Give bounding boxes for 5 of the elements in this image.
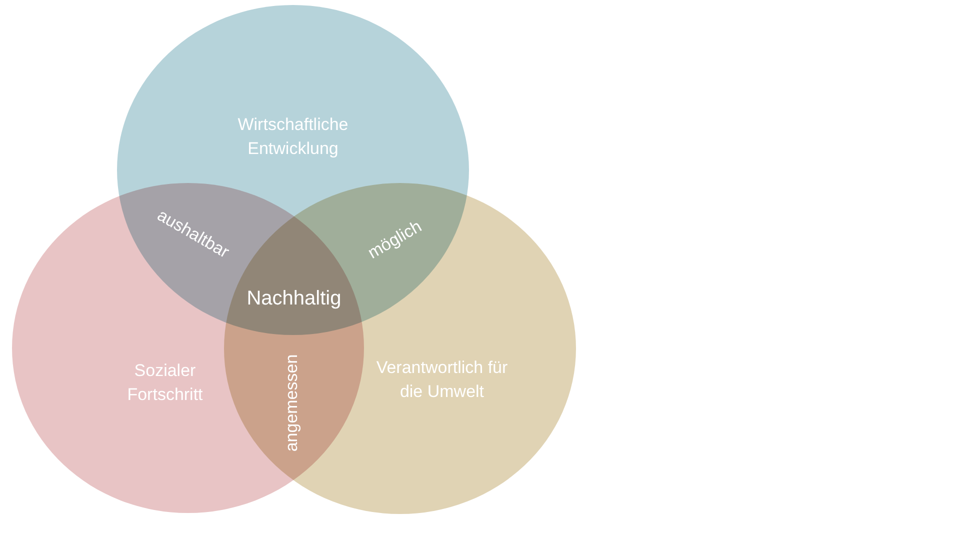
circle-label: Verantwortlich für die Umwelt [375, 357, 509, 403]
circle-label: Wirtschaftliche Entwicklung [236, 114, 350, 160]
overlap-label: angemessen [282, 354, 302, 452]
circle-label: Sozialer Fortschritt [126, 360, 204, 406]
overlap-label: Nachhaltig [246, 288, 342, 310]
